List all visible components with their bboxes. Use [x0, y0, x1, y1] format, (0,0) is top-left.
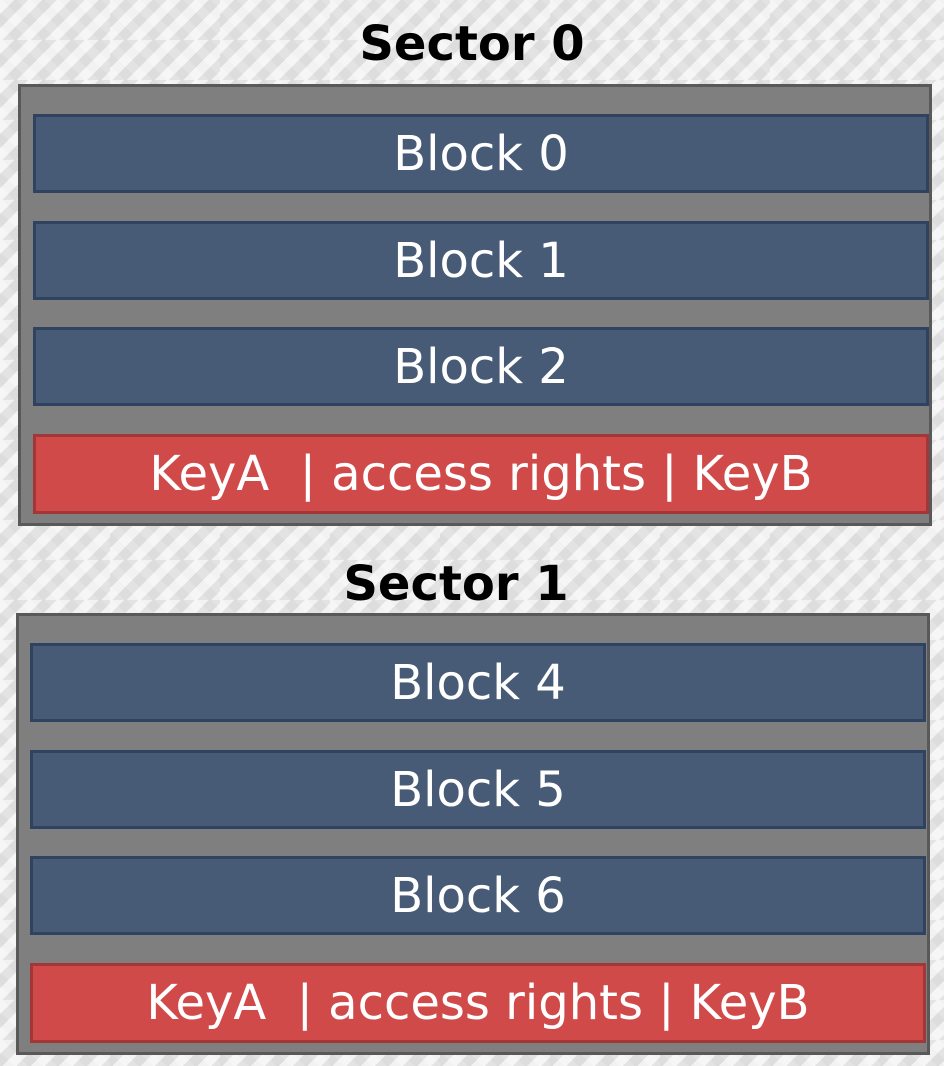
sector-1-trailer: KeyA | access rights | KeyB [30, 963, 926, 1043]
sector-0-title: Sector 0 [359, 16, 585, 72]
sector-1-title: Sector 1 [343, 556, 569, 612]
sector-0-block-1: Block 1 [33, 221, 929, 300]
sector-1-block-4: Block 4 [30, 643, 926, 722]
sector-0-trailer: KeyA | access rights | KeyB [33, 434, 929, 514]
sector-1-block-6: Block 6 [30, 856, 926, 935]
sector-1-block-5: Block 5 [30, 750, 926, 829]
sector-0-block-0: Block 0 [33, 114, 929, 193]
sector-0-block-2: Block 2 [33, 327, 929, 406]
